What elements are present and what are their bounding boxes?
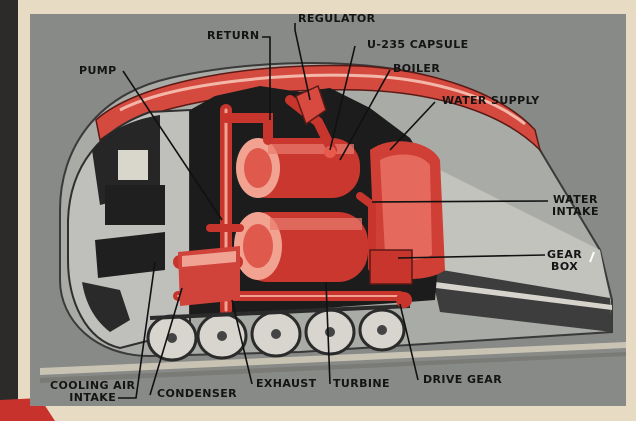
leader-boiler: [339, 69, 391, 161]
boiler: [236, 138, 360, 198]
edge-highlight: [589, 251, 595, 263]
leader-capsule: [329, 45, 356, 151]
water-tank: [370, 141, 445, 279]
label-turbine: TURBINE: [333, 377, 390, 390]
leader-cooling-air: [118, 261, 156, 399]
label-cooling-air-intake: COOLING AIR INTAKE: [50, 380, 135, 404]
leader-pump: [122, 70, 223, 221]
label-boiler: BOILER: [393, 62, 441, 75]
label-capsule: U-235 CAPSULE: [367, 38, 469, 51]
regulator-valve: [295, 84, 336, 158]
leader-lines: [118, 23, 549, 399]
leader-gear-box: [397, 254, 546, 259]
label-water-intake-line2: INTAKE: [552, 205, 599, 218]
label-drive-gear: DRIVE GEAR: [423, 373, 503, 386]
label-regulator: REGULATOR: [298, 12, 376, 25]
turbine: [234, 212, 368, 282]
label-gear-box: GEAR BOX: [547, 249, 582, 273]
condenser-box: [178, 246, 240, 306]
label-gear-box-line2: BOX: [551, 260, 579, 273]
label-condenser: CONDENSER: [157, 387, 237, 400]
label-gear-box-line1: GEAR: [547, 248, 583, 261]
label-pump: PUMP: [79, 64, 117, 77]
leader-water-supply: [389, 101, 436, 151]
label-water-intake: WATER INTAKE: [552, 194, 599, 218]
label-cooling-air-intake-line1: COOLING AIR: [50, 379, 136, 392]
label-cooling-air-intake-line2: INTAKE: [69, 391, 117, 404]
leader-exhaust: [231, 299, 253, 385]
label-water-intake-line1: WATER: [553, 193, 598, 206]
label-return: RETURN: [207, 29, 260, 42]
leader-drive-gear: [399, 303, 419, 381]
label-exhaust: EXHAUST: [256, 377, 317, 390]
gear-box: [369, 249, 413, 285]
cab-section: [67, 108, 191, 350]
leader-condenser: [149, 287, 183, 396]
leader-return: [262, 36, 271, 120]
leader-turbine: [325, 281, 331, 385]
label-water-supply: WATER SUPPLY: [442, 94, 540, 107]
rails: [40, 342, 626, 383]
leader-regulator: [294, 23, 311, 101]
leader-water-intake: [371, 200, 549, 203]
